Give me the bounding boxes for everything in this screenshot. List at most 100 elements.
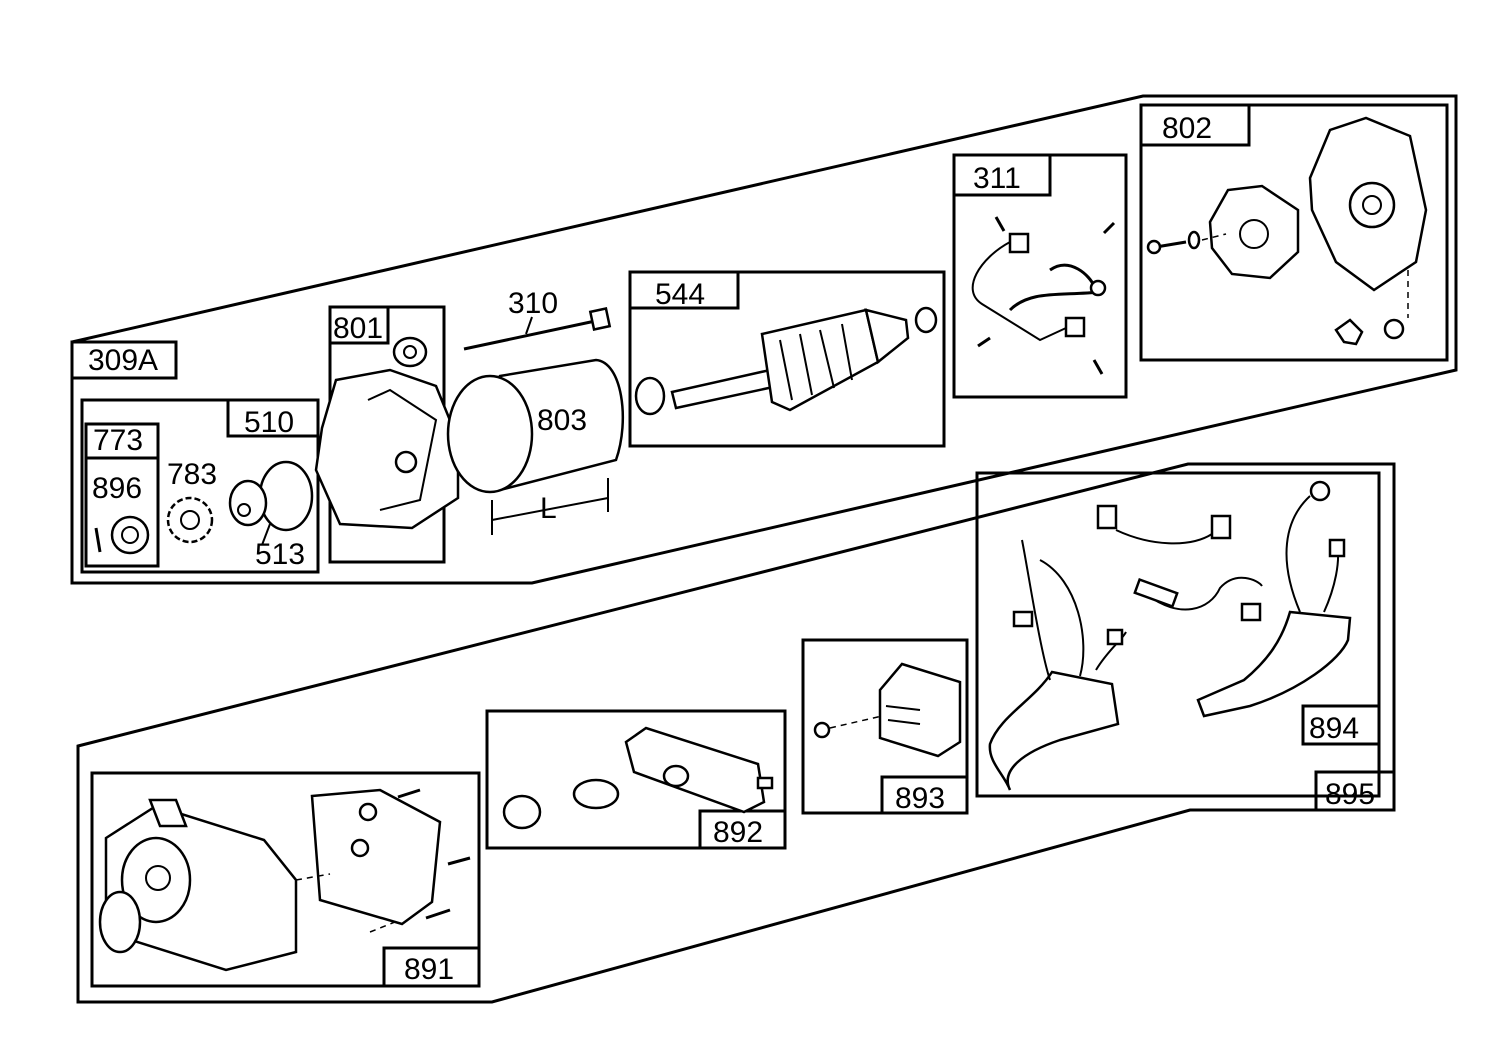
harness-terminal-2 (1096, 504, 1118, 530)
harness-ring-terminal (1309, 480, 1331, 502)
harness-cord-right (1196, 610, 1352, 718)
diode-screw-part (813, 721, 831, 739)
callout-892: 892 (713, 816, 763, 849)
end-cap-screw-head (1146, 239, 1162, 255)
thrust-washer-part (392, 336, 428, 368)
solenoid-screw-1 (397, 788, 421, 799)
rectifier-box (485, 709, 787, 850)
drive-end-cap-bushing (394, 450, 418, 474)
solenoid-screw-2 (447, 856, 471, 866)
pinion-gear-part (166, 496, 214, 544)
callout-L: L (540, 492, 557, 525)
solenoid-top-tab (148, 798, 188, 828)
brush-holder-bore (1239, 219, 1269, 249)
harness-terminal-6 (1328, 538, 1346, 558)
brush-spring-1 (994, 216, 1006, 232)
harness-terminal-3 (1210, 514, 1232, 540)
brush-lead-1 (971, 241, 1067, 342)
callout-891: 891 (404, 953, 454, 986)
through-bolt-part (463, 318, 601, 351)
drive-end-cap-detail (367, 388, 438, 511)
terminal-nut-part (1383, 318, 1405, 340)
brush-spring-4 (1092, 359, 1104, 375)
length-dim-line (491, 497, 609, 521)
callout-891-box (382, 946, 481, 988)
callout-544-box (628, 270, 740, 310)
end-cap-bearing-bore (1362, 195, 1382, 215)
clutch-drive-bore (237, 503, 251, 517)
thrust-washer-hole (403, 345, 417, 359)
callout-803: 803 (537, 404, 587, 437)
end-cap-bearing (1348, 181, 1396, 229)
roll-pin-part (94, 527, 102, 553)
solenoid-terminal-2 (358, 802, 378, 822)
lower-assembly-outline (76, 462, 1396, 1004)
callout-773-box (84, 422, 160, 568)
switch-cap-part (502, 794, 542, 830)
brush-spring-2 (1102, 221, 1116, 235)
clutch-drive-hub (228, 479, 268, 527)
callout-801-box (328, 305, 390, 345)
solenoid-bore-inner (145, 865, 171, 891)
clutch-drive-part (258, 460, 314, 532)
callout-802: 802 (1162, 112, 1212, 145)
solenoid-terminal-1 (350, 838, 370, 858)
solenoid-assembly-line-2 (369, 919, 401, 933)
through-bolt-head (588, 307, 612, 331)
harness-jumper (1115, 529, 1213, 545)
callout-893-box (880, 775, 969, 815)
diode-lead-1 (885, 705, 921, 711)
armature-box (628, 270, 946, 448)
upper-assembly-group: 309A 510 773 896 783 513 801 310 (70, 94, 1458, 585)
callout-802-box (1139, 103, 1251, 147)
callout-544: 544 (655, 278, 705, 311)
switch-body-part (624, 726, 766, 814)
motor-housing-part (498, 358, 625, 492)
end-cap-assembly-line (1201, 233, 1227, 241)
callout-310: 310 (508, 287, 558, 320)
callout-894-box (1301, 704, 1381, 746)
callout-513-leader (261, 523, 271, 546)
harness-wires-left (1021, 539, 1127, 681)
callout-894: 894 (1309, 712, 1359, 745)
solenoid-box (90, 771, 481, 988)
drive-kit-box (80, 398, 320, 574)
callout-896: 896 (92, 472, 142, 505)
callout-783: 783 (167, 458, 217, 491)
armature-core-part (760, 308, 880, 412)
armature-washer-part (634, 376, 666, 416)
pinion-gear-bore (180, 510, 200, 530)
brush-lead-terminal (1089, 279, 1107, 297)
solenoid-mount-ear (98, 890, 142, 954)
solenoid-bore (120, 836, 192, 924)
drive-nut-part (110, 515, 150, 555)
armature-shaft-part (670, 368, 780, 410)
solenoid-plate-part (310, 788, 442, 926)
callout-893: 893 (895, 782, 945, 815)
callout-895-box (1314, 770, 1396, 812)
armature-windings (779, 323, 853, 401)
solenoid-screw-3 (425, 908, 451, 920)
callout-895: 895 (1325, 778, 1375, 811)
armature-end-washer (914, 306, 938, 334)
harness-terminal-1 (1012, 610, 1034, 628)
terminal-clip-part (1334, 318, 1364, 346)
brush-lead-2 (1008, 263, 1101, 312)
switch-terminal (756, 776, 774, 790)
brush-spring-3 (977, 336, 991, 348)
harness-plug-center (1133, 577, 1179, 609)
harness-cord-left (988, 670, 1120, 791)
harness-terminal-4 (1106, 628, 1124, 646)
brush-holder-part (1208, 184, 1300, 280)
callout-311: 311 (973, 162, 1021, 195)
end-cap-washer (1187, 230, 1201, 250)
diode-lead-2 (887, 719, 921, 725)
callout-309A: 309A (88, 344, 158, 377)
armature-commutator (864, 308, 910, 365)
callout-310-leader (525, 316, 533, 335)
brush-1 (1008, 232, 1030, 254)
callout-510: 510 (244, 406, 294, 439)
callout-510-box (226, 398, 320, 438)
drive-nut-bore (121, 526, 139, 544)
